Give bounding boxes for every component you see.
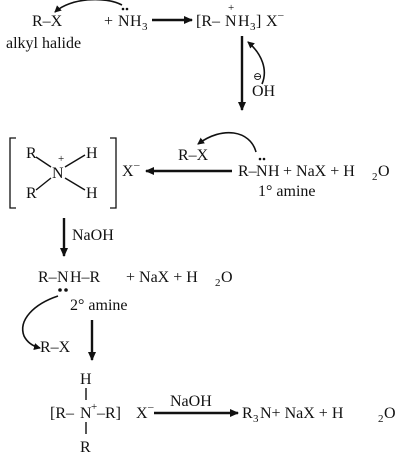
primary-amine-H: H bbox=[268, 163, 280, 180]
bond bbox=[64, 154, 86, 168]
tertiary-amine-subscript: 3 bbox=[253, 413, 259, 425]
ammonium-subscript: 3 bbox=[250, 21, 256, 33]
halide-anion-charge: – bbox=[277, 9, 284, 21]
ammonium-charge: + bbox=[228, 2, 234, 14]
hydroxide: OH bbox=[252, 83, 276, 100]
step2-group: R R N + H H X – R–X R– N H + NaX + H 2 O… bbox=[9, 131, 390, 209]
primary-amine-N: N bbox=[256, 163, 268, 180]
water-O: O bbox=[221, 269, 233, 286]
bond bbox=[35, 177, 52, 191]
secondary-amine-label: 2° amine bbox=[70, 297, 128, 314]
salt-X-charge: – bbox=[147, 401, 154, 413]
curly-arrow bbox=[197, 131, 257, 153]
water-subscript: 2 bbox=[215, 277, 221, 289]
reagent-RX: R–X bbox=[178, 147, 209, 164]
bond bbox=[64, 177, 86, 191]
bracket-right bbox=[110, 137, 117, 209]
step1-group: R–X alkyl halide + N H 3 [R– N + H 3 ] X… bbox=[6, 0, 284, 111]
salt-X: X bbox=[122, 163, 134, 180]
ammonia-N: N bbox=[118, 13, 130, 30]
curly-arrow bbox=[21, 295, 59, 350]
water-O: O bbox=[384, 405, 396, 422]
curly-arrow bbox=[54, 0, 123, 13]
halide-anion: X bbox=[266, 13, 278, 30]
ammonium-open: [R– bbox=[196, 13, 221, 30]
salt-N-charge: + bbox=[58, 153, 64, 165]
ammonia-subscript: 3 bbox=[142, 21, 148, 33]
lone-pair-dot bbox=[58, 288, 62, 292]
primary-amine-label: 1° amine bbox=[258, 183, 316, 200]
byproducts: + NaX + H bbox=[126, 269, 198, 286]
ammonium-H: H bbox=[238, 13, 250, 30]
salt-H-bottom: H bbox=[86, 185, 98, 202]
alkyl-halide: R–X bbox=[32, 13, 63, 30]
water-subscript: 2 bbox=[372, 171, 378, 183]
reagent-RX: R–X bbox=[40, 339, 71, 356]
salt-R-bottom: R bbox=[26, 185, 37, 202]
lone-pair-dot bbox=[258, 157, 262, 161]
tertiary-amine-rest: N+ NaX + H bbox=[260, 405, 344, 422]
salt-bottom-R: R bbox=[80, 439, 91, 456]
lone-pair-dot bbox=[125, 7, 129, 11]
hydroxide-charge: ⊖ bbox=[253, 71, 262, 83]
salt-H-top: H bbox=[86, 145, 98, 162]
byproducts: + NaX + H bbox=[283, 163, 355, 180]
salt-X: X bbox=[136, 405, 148, 422]
salt-N: N bbox=[80, 405, 92, 422]
base-NaOH: NaOH bbox=[170, 393, 212, 410]
lone-pair-dot bbox=[64, 288, 68, 292]
alkyl-halide-label: alkyl halide bbox=[6, 35, 81, 52]
water-subscript: 2 bbox=[378, 413, 384, 425]
salt-top-H: H bbox=[80, 371, 92, 388]
ammonium-close: ] bbox=[256, 13, 261, 30]
ammonium-N: N bbox=[225, 13, 237, 30]
bracket-left bbox=[9, 137, 16, 209]
salt-open: [R– bbox=[50, 405, 75, 422]
step4-group: H [R– N + –R] X – R NaOH R 3 N+ NaX + H … bbox=[50, 371, 396, 456]
primary-amine-R: R– bbox=[238, 163, 258, 180]
salt-X-charge: – bbox=[133, 159, 140, 171]
salt-N-charge: + bbox=[91, 401, 97, 413]
secondary-amine-N: N bbox=[57, 269, 69, 286]
curly-arrow bbox=[247, 41, 266, 85]
water-O: O bbox=[378, 163, 390, 180]
base-NaOH: NaOH bbox=[72, 227, 114, 244]
secondary-amine-right: H–R bbox=[70, 269, 101, 286]
ammonia-H: H bbox=[130, 13, 142, 30]
plus-sign: + bbox=[104, 13, 113, 30]
lone-pair-dot bbox=[121, 7, 125, 11]
salt-close: –R] bbox=[96, 405, 121, 422]
salt-N: N bbox=[52, 165, 64, 182]
lone-pair-dot bbox=[262, 157, 266, 161]
salt-R-top: R bbox=[26, 145, 37, 162]
secondary-amine-left: R– bbox=[38, 269, 58, 286]
tertiary-amine-R: R bbox=[242, 405, 253, 422]
step3-group: NaOH R– N H–R + NaX + H 2 O 2° amine R–X bbox=[21, 218, 233, 361]
bond bbox=[35, 156, 52, 168]
